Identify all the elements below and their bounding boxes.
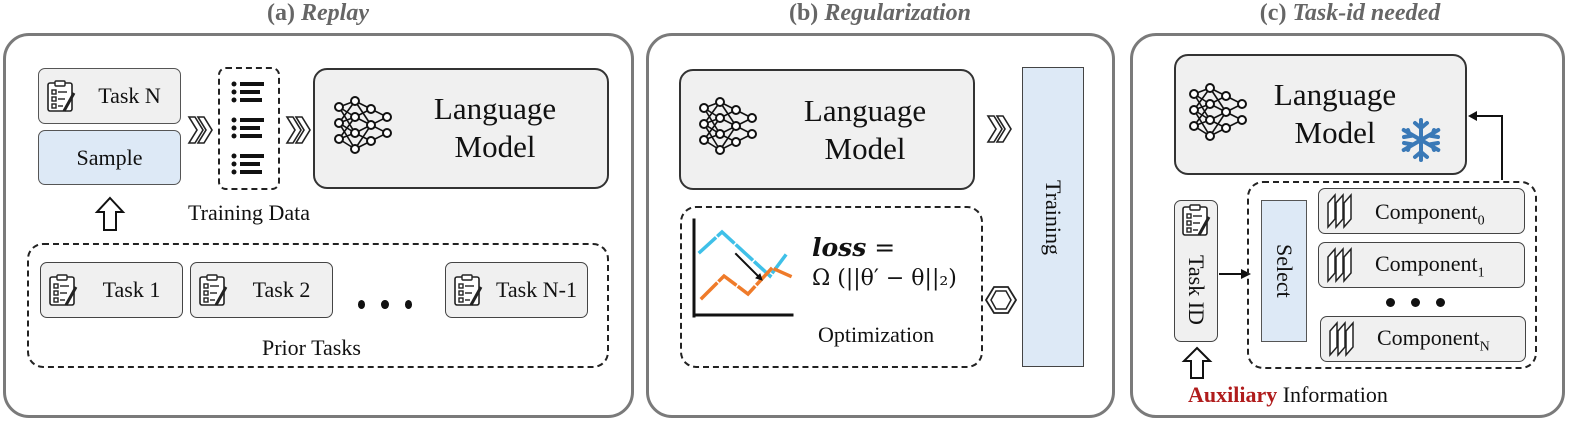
component-stack-icon (1327, 248, 1352, 282)
training-label: Training (1041, 179, 1066, 255)
list-icon (231, 81, 264, 175)
sample-label: Sample (76, 144, 143, 170)
task-2-box: Task 2 (190, 262, 333, 318)
task-2-label: Task 2 (252, 277, 311, 302)
panel-a-title: (a) Replay (267, 0, 369, 26)
neural-network-icon (334, 96, 392, 154)
components-ellipsis (1375, 292, 1455, 312)
task-n-1-label: Task N-1 (496, 277, 577, 302)
task-clipboard-icon (48, 273, 78, 307)
task-clipboard-icon (453, 273, 483, 307)
task-n-label: Task N (98, 83, 161, 108)
components-box (1247, 181, 1537, 369)
component-n-box: ComponentN (1320, 316, 1526, 362)
loss-formula: loss = Ω (||θ′ − θ||₂) (812, 233, 957, 291)
task-clipboard-icon (1181, 203, 1211, 237)
panel-c-title: (c) Task-id needed (1259, 0, 1441, 26)
task-id-box: Task ID (1174, 200, 1218, 342)
component-stack-icon (1329, 322, 1354, 356)
snowflake-icon (1401, 118, 1441, 162)
prior-tasks-ellipsis (350, 294, 420, 314)
double-chevron-right-icon (987, 115, 1012, 143)
training-label-wrap: Training (1022, 67, 1084, 367)
select-box: Select (1261, 200, 1307, 342)
task-clipboard-icon (198, 273, 228, 307)
double-chevron-right-icon (286, 116, 311, 144)
component-1-box: Component1 (1318, 242, 1525, 288)
component-0-box: Component0 (1318, 188, 1525, 234)
return-arrow (1468, 111, 1503, 180)
hollow-up-arrow-icon (94, 196, 126, 231)
training-data-label: Training Data (188, 200, 311, 225)
component-1-label: Component1 (1375, 251, 1485, 281)
panel-b-title: (b) Regularization (788, 0, 972, 26)
task-n-1-box: Task N-1 (445, 262, 588, 318)
auxiliary-information-label: Auxiliary Information (1188, 382, 1388, 407)
double-chevron-bidirectional-icon (984, 286, 1018, 314)
task-clipboard-icon (46, 79, 76, 113)
prior-tasks-label: Prior Tasks (262, 335, 361, 360)
task-n-box: Task N (38, 68, 181, 124)
arrow-right (1219, 269, 1251, 279)
optimization-label: Optimization (818, 322, 935, 347)
task-id-label: Task ID (1184, 255, 1209, 325)
task-1-label: Task 1 (102, 277, 161, 302)
neural-network-icon (1189, 83, 1247, 141)
training-box (1022, 67, 1084, 367)
double-chevron-right-icon (188, 116, 213, 144)
optimization-box (680, 206, 983, 368)
task-1-box: Task 1 (40, 262, 183, 318)
training-data-box (218, 67, 280, 190)
prior-tasks-box (27, 243, 609, 368)
hollow-up-arrow-icon (1181, 346, 1213, 379)
neural-network-icon (699, 97, 757, 155)
component-0-label: Component0 (1375, 199, 1485, 229)
sample-box: Sample (38, 130, 181, 185)
loss-curve-icon (692, 218, 794, 318)
component-stack-icon (1327, 194, 1352, 228)
component-n-label: ComponentN (1377, 325, 1490, 355)
select-label: Select (1272, 244, 1297, 298)
